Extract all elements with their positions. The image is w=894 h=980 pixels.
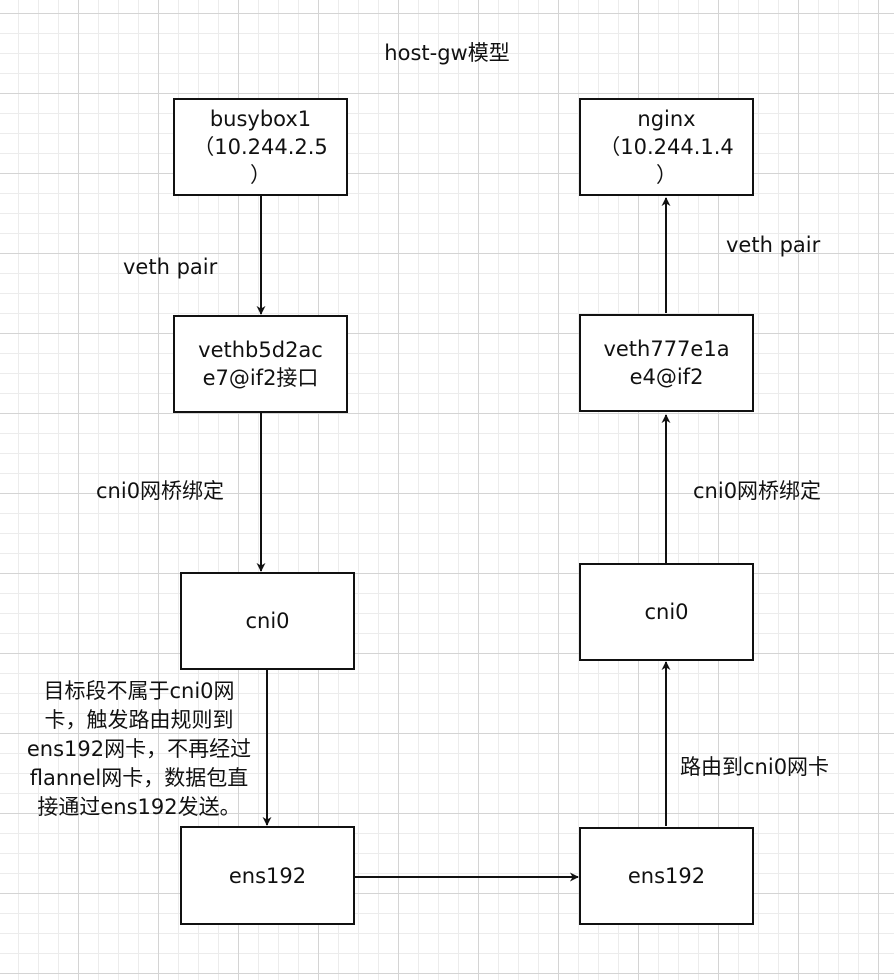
busybox1-ip-close: ） bbox=[250, 163, 271, 187]
busybox1-ip: （10.244.2.5 bbox=[193, 135, 328, 159]
veth-left-node: vethb5d2ac e7@if2接口 bbox=[173, 315, 348, 413]
cni0-left-node: cni0 bbox=[180, 572, 355, 670]
right-veth-pair-label: veth pair bbox=[726, 233, 821, 257]
nginx-name: nginx bbox=[637, 107, 696, 131]
veth-right-line1: veth777e1a bbox=[603, 337, 730, 361]
cni0-left-label: cni0 bbox=[245, 609, 290, 633]
veth-right-node: veth777e1a e4@if2 bbox=[579, 314, 754, 412]
cni0-right-label: cni0 bbox=[644, 600, 689, 624]
right-route-label: 路由到cni0网卡 bbox=[680, 755, 830, 779]
nginx-ip: （10.244.1.4 bbox=[599, 135, 734, 159]
left-route-note: 目标段不属于cni0网 卡，触发路由规则到 ens192网卡，不再经过 flan… bbox=[8, 677, 270, 822]
busybox1-name: busybox1 bbox=[209, 107, 312, 131]
ens192-right-node: ens192 bbox=[579, 827, 754, 925]
route-note-line: ens192网卡，不再经过 bbox=[26, 737, 252, 761]
route-note-line: 目标段不属于cni0网 bbox=[43, 679, 235, 703]
ens192-right-label: ens192 bbox=[627, 864, 706, 888]
veth-left-line2: e7@if2接口 bbox=[202, 366, 319, 390]
busybox1-node: busybox1 （10.244.2.5 ） bbox=[173, 98, 348, 196]
ens192-left-label: ens192 bbox=[228, 863, 307, 888]
ens192-left-node: ens192 bbox=[180, 826, 355, 925]
veth-left-line1: vethb5d2ac bbox=[198, 338, 323, 362]
route-note-line: 接通过ens192发送。 bbox=[37, 795, 241, 819]
left-veth-pair-label: veth pair bbox=[123, 255, 218, 279]
veth-right-line2: e4@if2 bbox=[629, 365, 704, 389]
route-note-line: flannel网卡，数据包直 bbox=[29, 766, 249, 790]
left-bridge-label: cni0网桥绑定 bbox=[96, 479, 225, 503]
cni0-right-node: cni0 bbox=[579, 563, 754, 661]
diagram-title: host-gw模型 bbox=[384, 41, 510, 65]
right-bridge-label: cni0网桥绑定 bbox=[693, 479, 822, 503]
nginx-ip-close: ） bbox=[656, 163, 677, 187]
route-note-line: 卡，触发路由规则到 bbox=[44, 708, 234, 732]
nginx-node: nginx （10.244.1.4 ） bbox=[579, 98, 754, 196]
